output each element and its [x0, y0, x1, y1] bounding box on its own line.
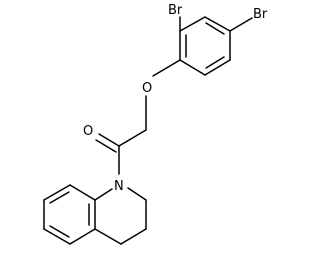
double-bond-inner — [49, 191, 70, 204]
bromine-label-top: Br — [168, 3, 183, 18]
bond — [179, 16, 206, 32]
bond-ch2-carbonyl — [118, 129, 147, 147]
bond — [127, 187, 147, 201]
dibromophenyl-ring — [179, 16, 231, 76]
double-bond-inner — [205, 56, 225, 69]
double-bond-inner — [205, 22, 225, 35]
chemical-structure-diagram: Br Br O O N — [43, 3, 268, 245]
bond — [43, 184, 71, 201]
bond — [94, 188, 113, 201]
bond — [120, 228, 147, 245]
bond — [69, 184, 96, 201]
nitrogen-label: N — [114, 179, 124, 194]
double-bond-inner — [49, 225, 70, 238]
bond — [94, 228, 122, 245]
benzo-ring — [43, 184, 96, 245]
bond-carbonyl-double-b — [95, 139, 117, 153]
oxygen-label-carbonyl: O — [83, 124, 93, 139]
bond-c-o-ether — [152, 59, 181, 77]
bond-c-br-right — [229, 17, 253, 32]
oxygen-label-ether: O — [142, 81, 152, 96]
bond — [204, 16, 231, 32]
bond — [179, 59, 206, 76]
tetrahydro-ring — [94, 187, 147, 245]
bond-carbonyl-double-a — [98, 133, 120, 147]
bromine-label-right: Br — [253, 7, 268, 22]
bond — [43, 228, 71, 245]
bond — [69, 228, 96, 245]
bond — [204, 59, 231, 76]
